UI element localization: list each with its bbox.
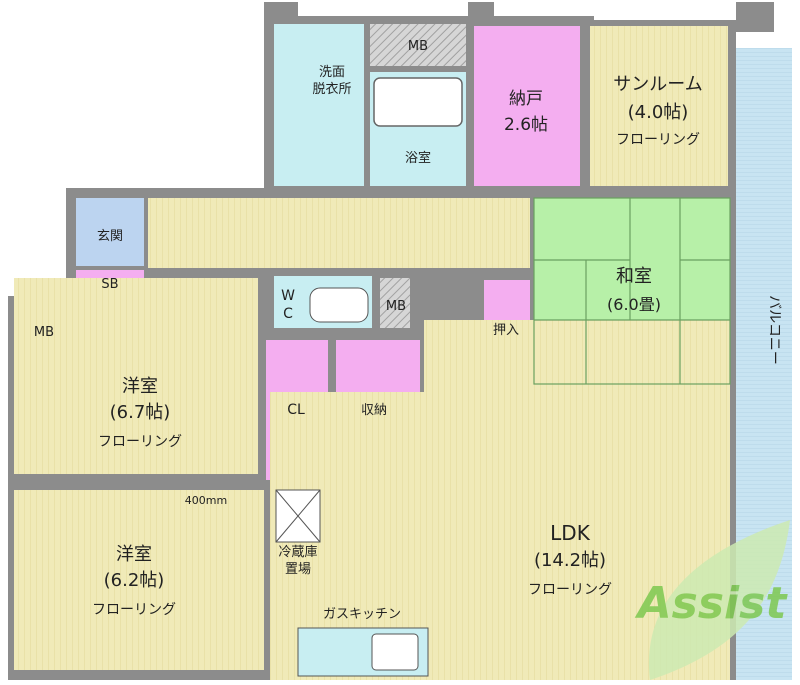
sink [371,633,419,671]
fridge-label: 冷蔵庫置場 [278,545,317,577]
wc-line1: W [281,288,295,304]
mb-top-label: MB [408,39,428,54]
kitchen-label: ガスキッチン [323,607,401,622]
ldk-name: LDK [550,521,591,545]
sunroom-name: サンルーム [613,74,702,95]
tatami-grid [533,197,731,385]
fridge-line1: 冷蔵庫 [278,545,317,560]
ldk-size: (14.2帖) [534,550,606,571]
storeroom-size: 2.6帖 [504,115,548,135]
bathtub [373,77,463,127]
western2-floor: フローリング [92,602,176,618]
washroom [274,24,364,186]
western1-size: (6.7帖) [110,402,171,423]
sunroom-floor: フローリング [616,132,700,148]
toilet-fixture [309,287,369,323]
western1-floor: フローリング [98,434,182,450]
entrance [76,198,144,266]
washitsu-size: (6.0畳) [607,295,661,314]
cl-label: CL [287,402,305,418]
leaf-logo-icon: Assist [635,520,790,680]
western-room-1 [14,278,258,474]
bath-label: 浴室 [405,150,431,166]
entrance-label: 玄関 [97,229,123,244]
ldk-upper [424,320,730,392]
western-room-2 [14,490,264,670]
western2-name: 洋室 [116,544,152,565]
sb-label: SB [101,277,118,292]
logo-text: Assist [635,578,789,629]
storeroom [474,26,580,186]
washroom-line2: 脱衣所 [312,81,351,97]
ldk-floor: フローリング [528,582,612,598]
western2-size: (6.2帖) [104,570,165,591]
washitsu-name: 和室 [616,266,652,287]
mb-center [380,278,410,328]
oshiire-label: 押入 [493,323,519,338]
washroom-line1: 洗面 [319,65,345,80]
western1-name: 洋室 [122,376,158,397]
hallway [148,198,530,268]
sunroom [590,26,728,186]
balcony-label: バルコニー [766,295,782,365]
fridge-line2: 置場 [285,562,311,577]
washroom-label: 洗面脱衣所 [312,65,351,97]
dimension-label: 400mm [185,494,227,507]
shuno-label: 収納 [361,403,387,418]
mb-top [370,24,466,66]
sunroom-size: (4.0帖) [628,102,689,123]
mb-center-label: MB [386,299,406,314]
wc-line2: C [283,306,293,322]
storeroom-name: 納戸 [509,89,543,109]
mb-left-label: MB [34,325,54,340]
